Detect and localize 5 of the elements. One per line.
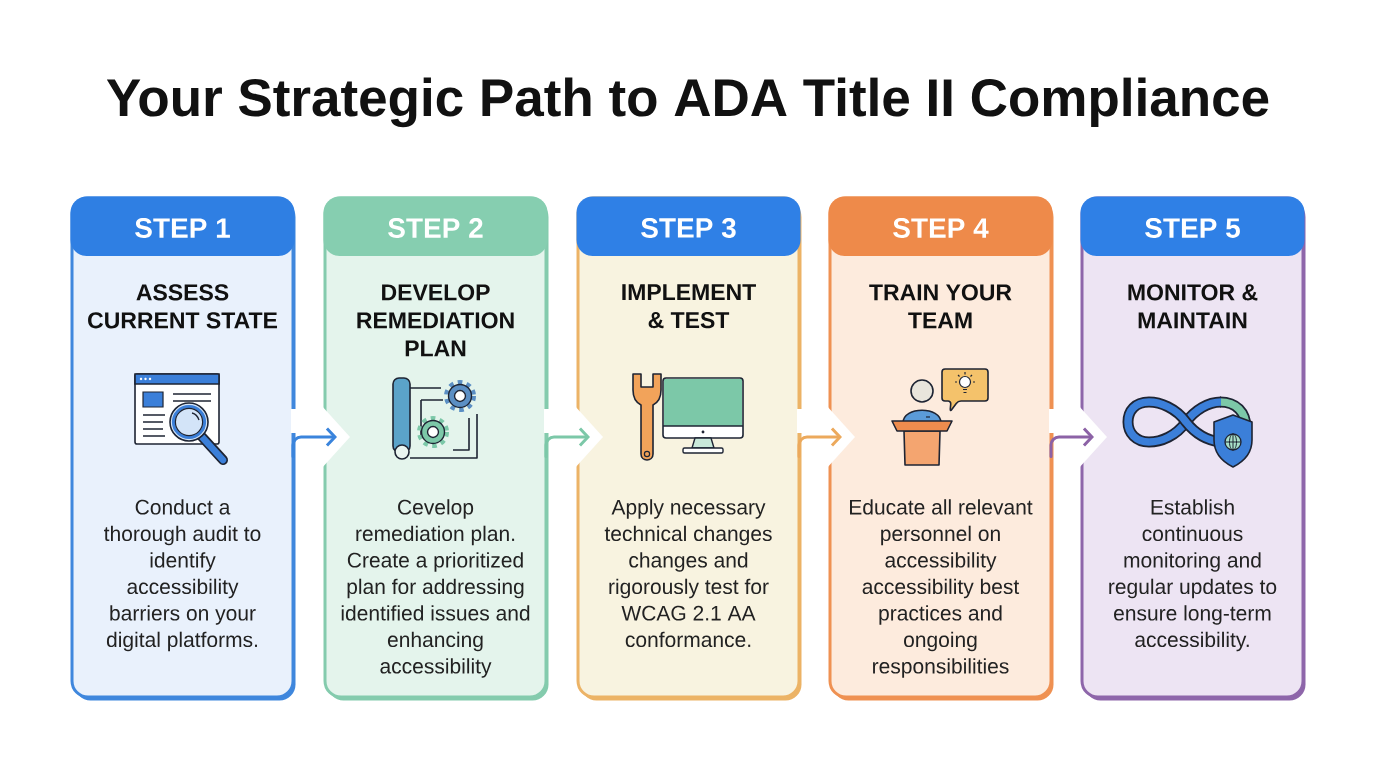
title: Your Strategic Path to ADA Title II Compliance: [106, 77, 1269, 128]
arrow: [291, 427, 337, 458]
arrow: [1049, 427, 1094, 458]
arrow: [797, 427, 842, 458]
arrow: [544, 427, 590, 458]
